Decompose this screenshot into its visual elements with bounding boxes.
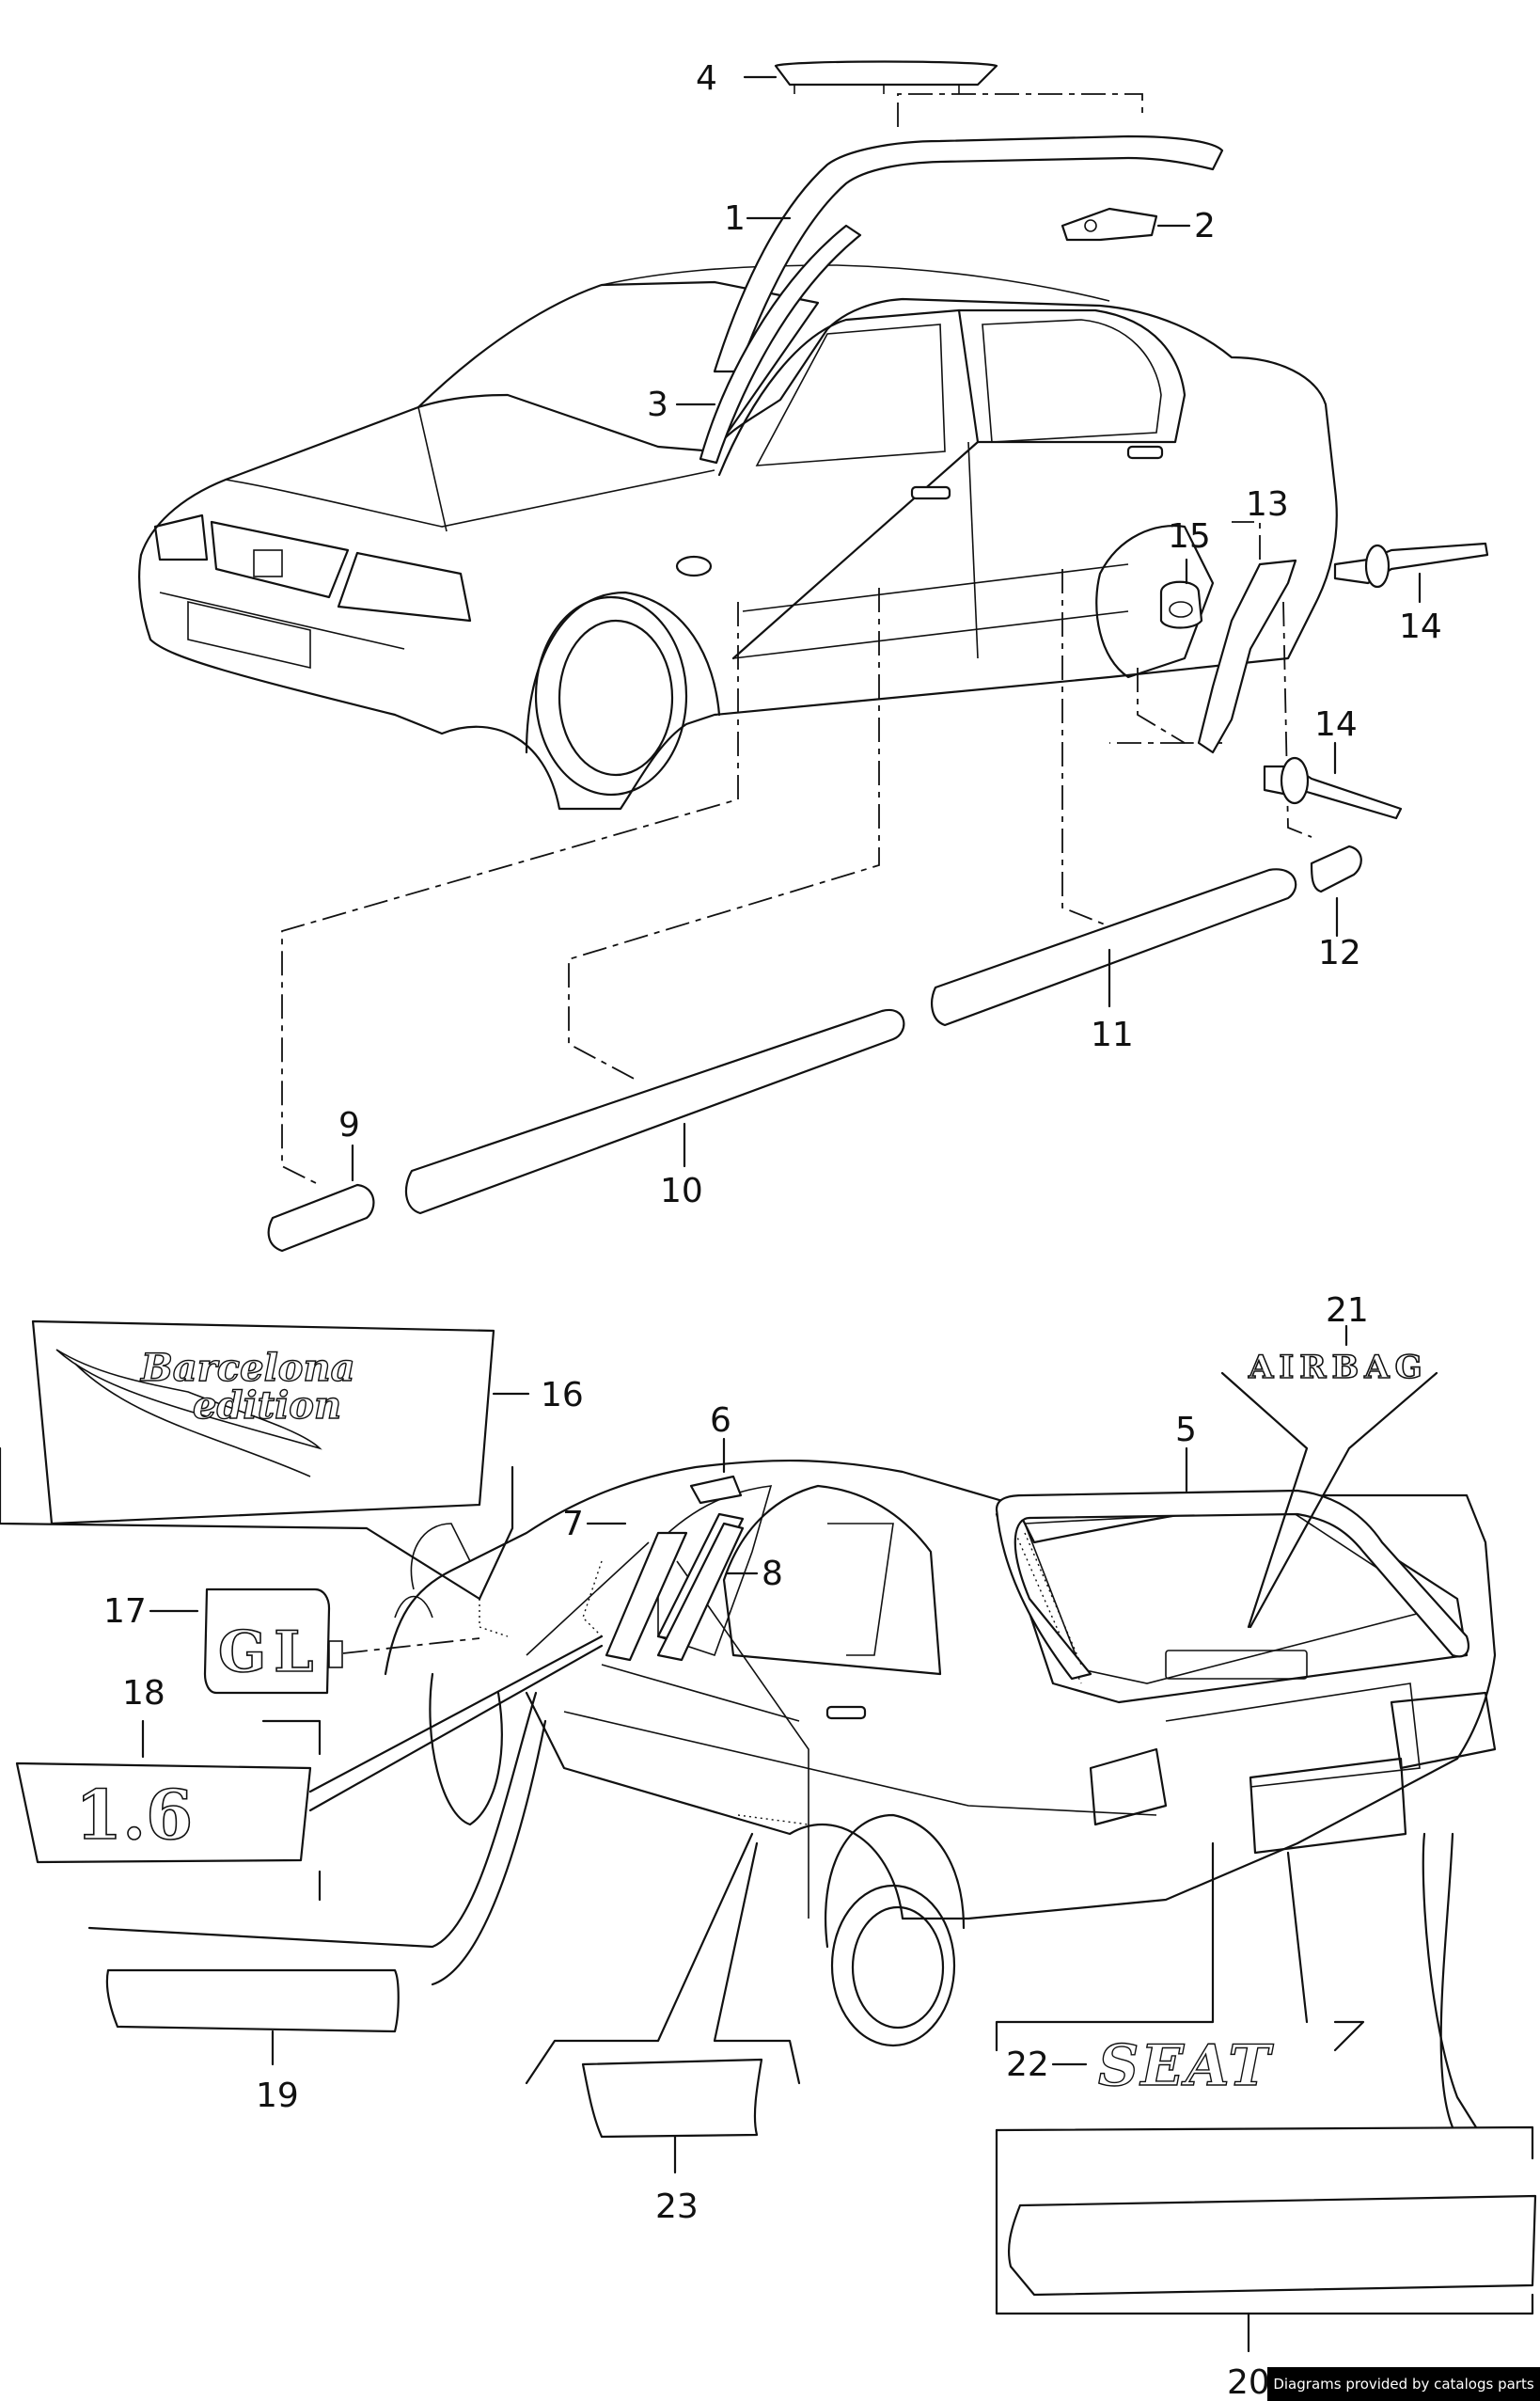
part-12-end-cap	[1310, 845, 1362, 938]
part-17-gl-badge	[149, 1588, 480, 1695]
engine-badge-text: 1.6	[75, 1775, 193, 1855]
callout-12: 12	[1318, 934, 1361, 972]
part-13-arch-trim	[1109, 521, 1312, 838]
callout-13: 13	[1246, 485, 1289, 524]
part-9-front-end-cap	[267, 602, 739, 1253]
part-10-front-door-moulding	[404, 588, 905, 1215]
callout-4: 4	[696, 59, 717, 98]
brand-badge-text: SEAT	[1098, 2033, 1274, 2099]
callout-6: 6	[710, 1401, 731, 1440]
callout-7: 7	[562, 1505, 584, 1543]
gl-badge-text: GL	[218, 1619, 321, 1685]
part-23-door-trim	[525, 1814, 809, 2174]
credit-footer: Diagrams provided by catalogs parts	[1267, 2367, 1540, 2401]
part-6-pillar-trim	[689, 1437, 743, 1505]
callout-1: 1	[724, 199, 746, 238]
part-21-leader	[1165, 1324, 1438, 1680]
part-5-rear-window-seal	[995, 1446, 1469, 1681]
callout-16: 16	[541, 1376, 584, 1414]
part-3-pillar-trim	[675, 224, 862, 465]
part-19-sill-trim	[87, 1691, 547, 2066]
part-16-barcelona-edition-decal	[0, 1319, 530, 1637]
part-8-window-trim	[656, 1522, 759, 1662]
callout-14-upper: 14	[1399, 608, 1442, 646]
callout-3: 3	[647, 386, 668, 424]
part-22-brand-badge	[995, 1841, 1365, 2066]
hatchback-car-drawing	[384, 1459, 1497, 2047]
callout-11: 11	[1091, 1016, 1134, 1054]
callout-17: 17	[103, 1592, 147, 1631]
callout-15: 15	[1168, 517, 1211, 556]
callout-8: 8	[762, 1555, 783, 1593]
part-15-grommet	[1159, 558, 1203, 629]
callout-18: 18	[122, 1674, 165, 1713]
callout-20: 20	[1227, 2363, 1270, 2401]
part-11-rear-door-moulding	[931, 569, 1297, 1027]
barcelona-line2-text: edition	[193, 1383, 341, 1428]
callout-23: 23	[655, 2188, 699, 2226]
part-18-engine-badge	[15, 1635, 604, 1902]
callout-21: 21	[1326, 1291, 1369, 1330]
part-14-screw-upper	[1333, 542, 1489, 604]
callout-2: 2	[1194, 207, 1216, 245]
callout-22: 22	[1006, 2046, 1049, 2084]
callout-9: 9	[338, 1106, 360, 1145]
airbag-text: AIRBAG	[1248, 1349, 1428, 1386]
callout-14-lower: 14	[1314, 705, 1358, 744]
part-1-roof-moulding	[713, 93, 1224, 373]
barcelona-line1-text: Barcelona	[140, 1346, 354, 1390]
part-2-clip	[1061, 207, 1191, 242]
callout-5: 5	[1175, 1411, 1197, 1449]
callout-10: 10	[660, 1172, 703, 1210]
part-14-screw-lower	[1263, 741, 1403, 820]
part-20-bumper-trim	[995, 1832, 1537, 2353]
callout-19: 19	[256, 2077, 299, 2115]
sedan-car-drawing	[137, 264, 1338, 811]
part-4-roof-cover	[743, 60, 998, 94]
